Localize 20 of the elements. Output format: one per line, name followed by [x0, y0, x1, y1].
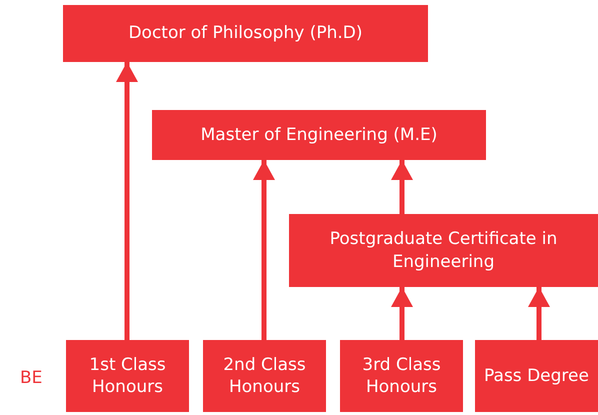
degree-label: 1st Class Honours	[89, 354, 166, 397]
degree-label: Master of Engineering (M.E)	[200, 124, 438, 145]
degree-box	[152, 110, 486, 160]
level-label: BE	[20, 368, 42, 388]
degree-box	[475, 340, 598, 412]
degree-label: Doctor of Philosophy (Ph.D)	[128, 23, 363, 44]
degree-label: Postgraduate Certificate in Engineering	[330, 229, 558, 272]
degree-box	[203, 340, 326, 412]
degree-box	[289, 214, 598, 287]
arrow	[116, 62, 138, 340]
degree-label: Pass Degree	[484, 366, 589, 386]
degree-box	[340, 340, 463, 412]
degree-label: 2nd Class Honours	[223, 354, 306, 397]
degree-box	[63, 5, 428, 62]
arrow	[391, 160, 413, 214]
arrow	[528, 287, 550, 340]
arrow	[253, 160, 275, 340]
arrow	[391, 287, 413, 340]
degree-box	[66, 340, 189, 412]
degree-label: 3rd Class Honours	[362, 354, 441, 397]
